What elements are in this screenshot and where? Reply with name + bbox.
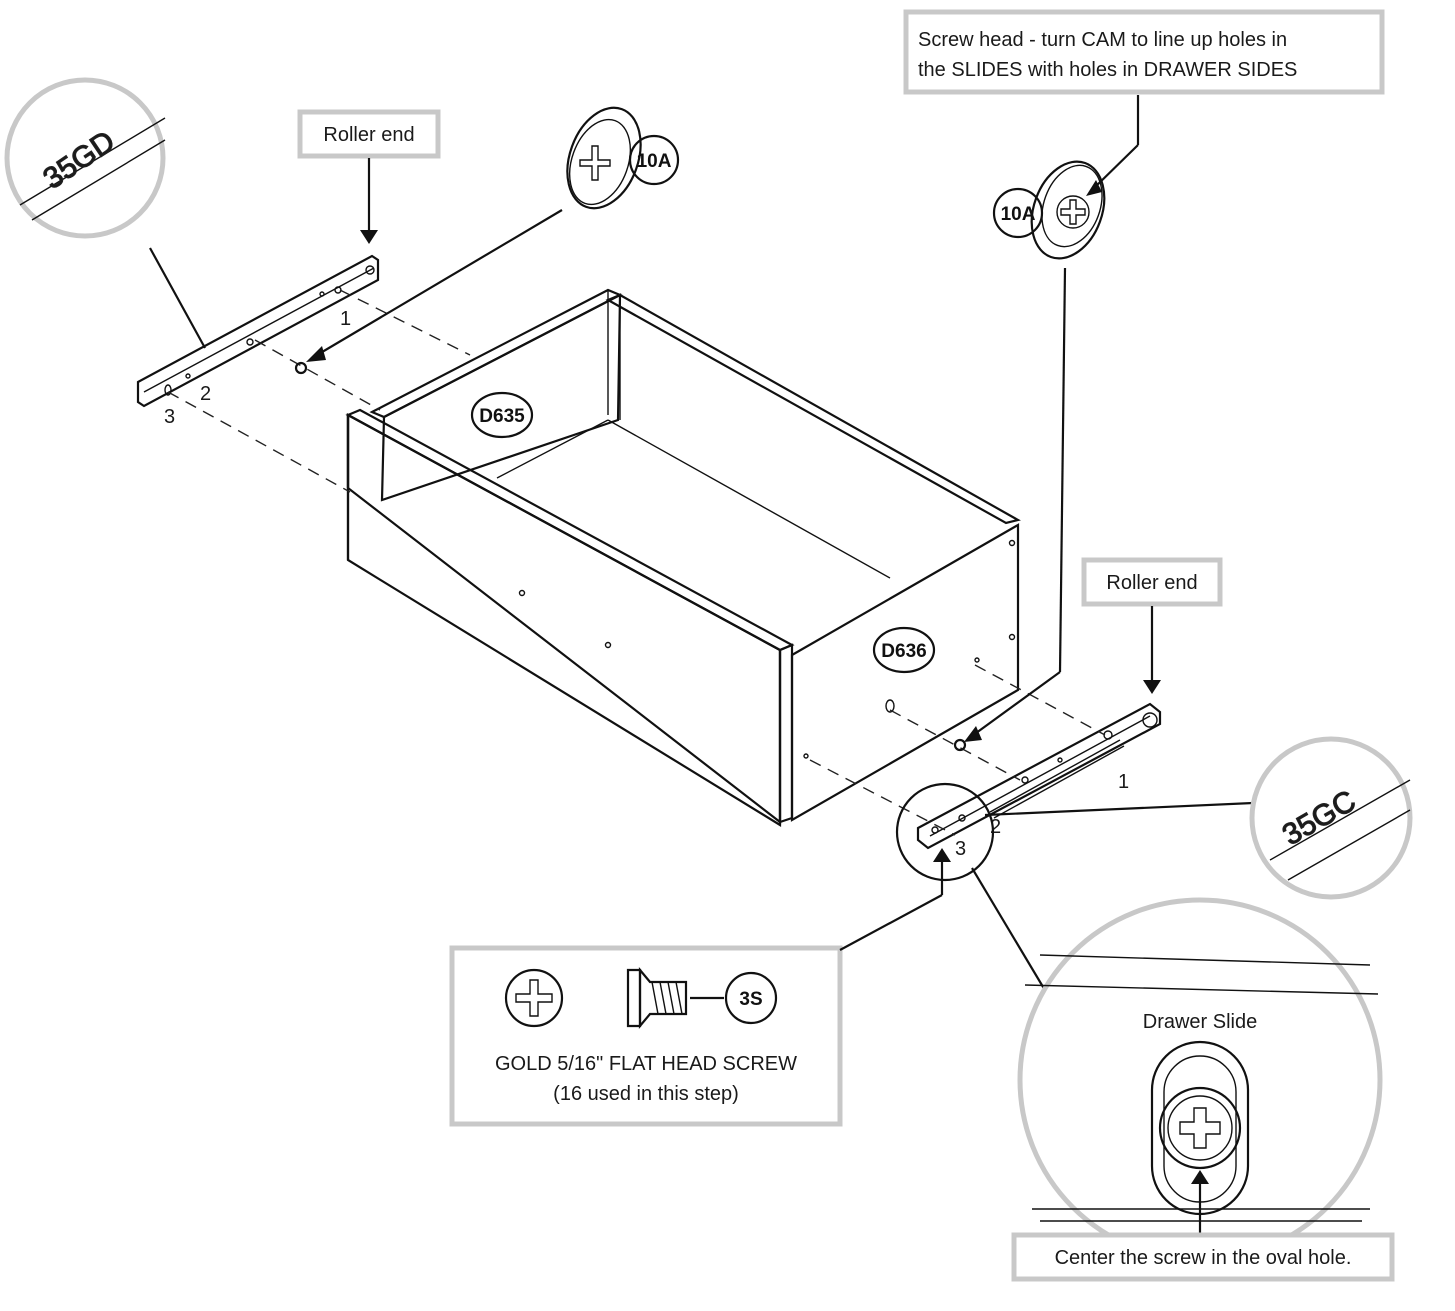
svg-text:10A: 10A [1001,204,1036,225]
part-label-d635: D635 [470,391,534,439]
left-hole-label-2: 2 [200,383,211,405]
part-label-d636: D636 [872,626,936,674]
svg-text:Screw head - turn CAM to line: Screw head - turn CAM to line up holes i… [918,29,1287,51]
cam-10a-right: 10A [953,160,1106,752]
center-screw-callout: Center the screw in the oval hole. [1011,1232,1395,1282]
left-hole-label-1: 1 [340,308,351,330]
left-hole-label-3: 3 [164,406,175,428]
hardware-name: GOLD 5/16" FLAT HEAD SCREW [495,1053,797,1075]
screw-head-callout: Screw head - turn CAM to line up holes i… [903,9,1385,196]
right-hole-label-2: 2 [990,816,1001,838]
right-slide-code-zoom: 35GC [1249,736,1413,900]
flat-head-screw-side-icon [626,966,724,1030]
svg-text:Roller end: Roller end [1106,572,1197,594]
roller-end-left-callout: Roller end [297,109,441,244]
phillips-screw-head-icon [504,968,564,1028]
roller-end-right-callout: Roller end [1081,557,1223,694]
right-hole-label-1: 1 [1118,771,1129,793]
screw-part-code: 3S [739,989,762,1010]
svg-text:the SLIDES with holes in DRAWE: the SLIDES with holes in DRAWER SIDES [918,59,1297,81]
svg-text:10A: 10A [637,151,672,172]
screw-location-circle [895,782,995,882]
right-hole-label-3: 3 [955,838,966,860]
hardware-quantity: (16 used in this step) [553,1083,739,1105]
cam-10a-left: 10A [294,106,680,375]
left-slide-code-zoom: 35GD [4,77,166,239]
drawer-slide-detail-zoom: Drawer Slide [971,867,1383,1263]
right-drawer-slide [809,664,1254,850]
svg-text:D635: D635 [479,406,525,427]
left-drawer-slide [136,247,471,493]
detail-title: Drawer Slide [1143,1011,1257,1033]
hardware-callout: 3S GOLD 5/16" FLAT HEAD SCREW (16 used i… [449,848,951,1127]
svg-text:Center the screw in the oval h: Center the screw in the oval hole. [1055,1247,1352,1269]
svg-text:Roller end: Roller end [323,124,414,146]
drawer-box [345,288,1021,827]
svg-text:D636: D636 [881,641,926,662]
